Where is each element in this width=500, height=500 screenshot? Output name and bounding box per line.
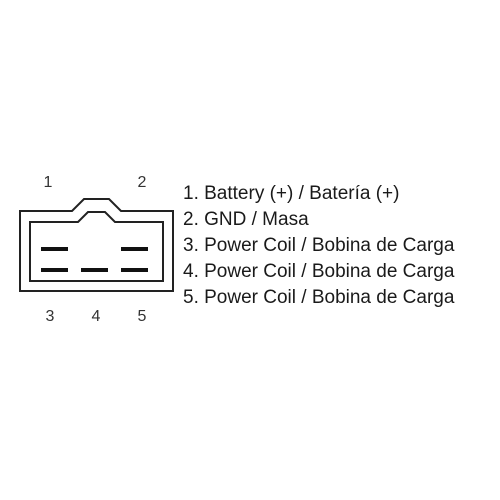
legend-item: 3. Power Coil / Bobina de Carga — [183, 235, 455, 256]
connector-housing-outline — [19, 198, 174, 292]
terminal-pin-3 — [41, 268, 68, 272]
legend-item: 5. Power Coil / Bobina de Carga — [183, 287, 455, 308]
terminal-pin-2 — [121, 247, 148, 251]
connector-inner-cavity — [29, 211, 164, 282]
terminal-pin-1 — [41, 247, 68, 251]
pin-label-2: 2 — [138, 174, 147, 191]
terminal-pin-4 — [81, 268, 108, 272]
pin-label-1: 1 — [44, 174, 53, 191]
legend-item: 1. Battery (+) / Batería (+) — [183, 183, 400, 204]
pin-legend: 1. Battery (+) / Batería (+) 2. GND / Ma… — [183, 181, 454, 311]
legend-item: 2. GND / Masa — [183, 209, 309, 230]
pin-label-3: 3 — [46, 308, 55, 325]
pin-label-5: 5 — [138, 308, 147, 325]
terminal-pin-5 — [121, 268, 148, 272]
pin-label-4: 4 — [92, 308, 101, 325]
legend-item: 4. Power Coil / Bobina de Carga — [183, 261, 455, 282]
